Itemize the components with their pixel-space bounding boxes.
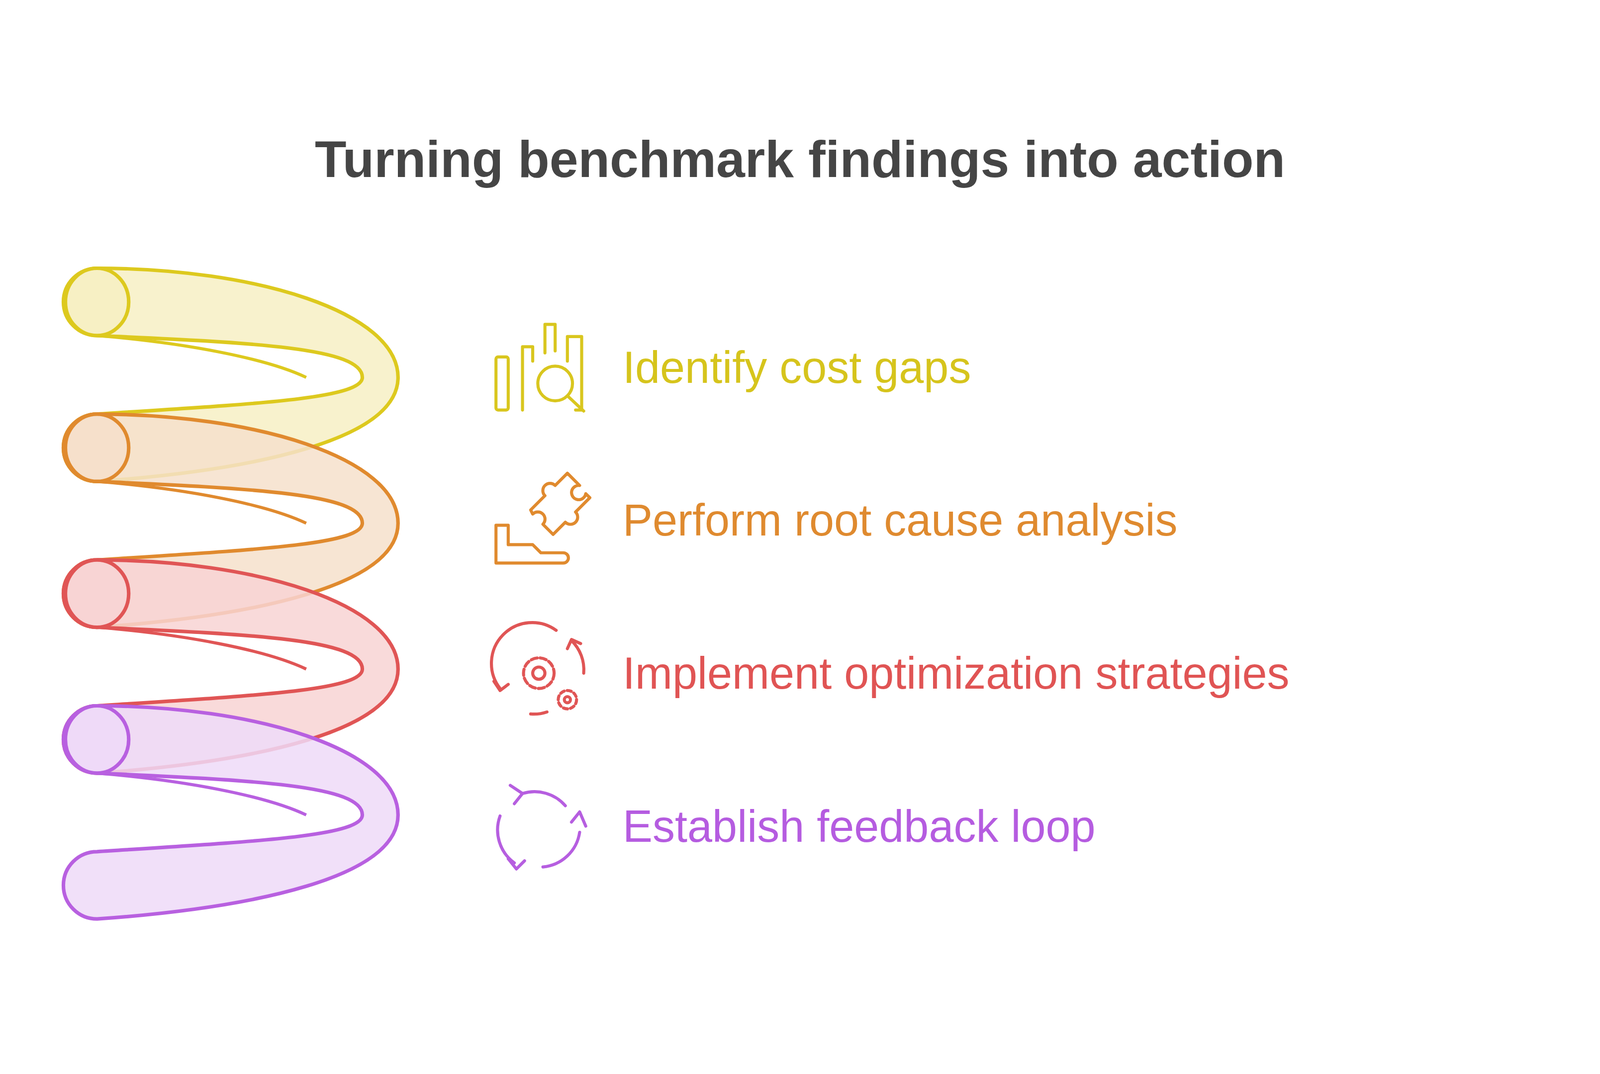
coil-inner-edge <box>96 481 307 524</box>
icon-arrowhead <box>567 639 581 649</box>
coil-inner-edge <box>96 335 307 378</box>
icon-gear-hub <box>532 667 546 680</box>
coil-end-cap <box>65 414 129 482</box>
icon-puzzle <box>530 473 590 535</box>
icon-arrowhead <box>571 812 586 827</box>
icon-arc <box>491 622 557 689</box>
gear-cycle-icon <box>491 622 584 715</box>
icon-bar <box>522 346 534 410</box>
step-label: Identify cost gaps <box>622 340 971 395</box>
icon-handle <box>567 395 584 412</box>
icon-arc <box>530 712 548 715</box>
step-label: Perform root cause analysis <box>622 493 1178 548</box>
step-label: Implement optimization strategies <box>622 646 1290 701</box>
coil-segment <box>63 705 398 920</box>
hand-puzzle-icon <box>495 473 590 564</box>
icon-bar <box>545 324 556 353</box>
coil-end-cap <box>65 705 129 773</box>
icon-bar <box>495 357 509 411</box>
coil-end-cap <box>65 268 129 336</box>
icon-arrowhead <box>510 785 523 804</box>
icon-gear <box>523 658 555 689</box>
icon-arrowhead <box>493 681 509 691</box>
icon-gear-hub <box>564 696 571 703</box>
cycle-icon <box>497 785 586 869</box>
coil-spring <box>63 268 398 920</box>
coil-end-cap <box>65 560 129 628</box>
icon-arrowhead <box>508 858 525 870</box>
chart-search-icon <box>495 324 584 411</box>
icon-arc <box>571 640 584 674</box>
icon-arc <box>543 832 580 868</box>
step-label: Establish feedback loop <box>622 799 1096 854</box>
diagram-title: Turning benchmark findings into action <box>0 128 1600 191</box>
coil-inner-edge <box>96 773 307 816</box>
coil-inner-edge <box>96 627 307 670</box>
icon-arc <box>522 791 566 806</box>
icon-gear <box>558 690 577 710</box>
icon-arc <box>497 816 515 863</box>
